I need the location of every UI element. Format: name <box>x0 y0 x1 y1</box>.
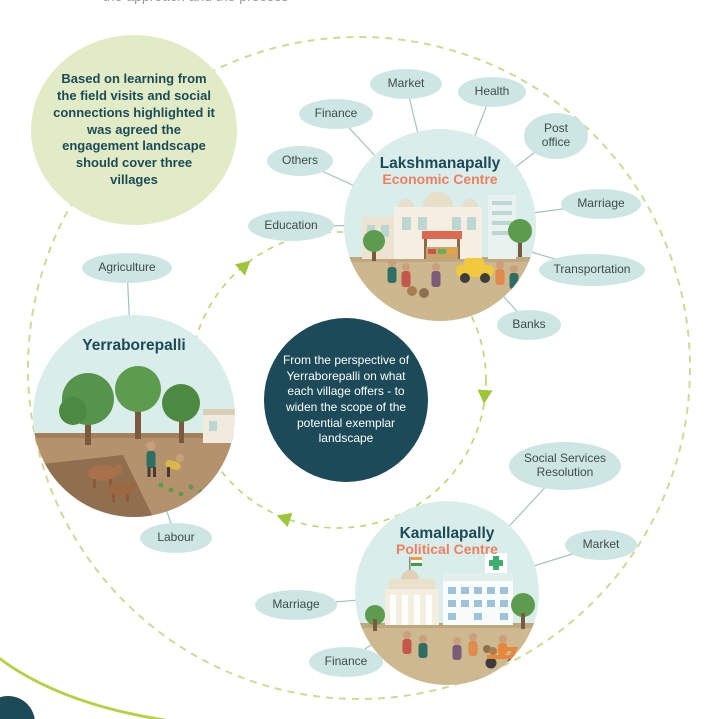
bubble-lak-others: Others <box>267 146 333 176</box>
bubble-yerr-agriculture: Agriculture <box>82 253 172 283</box>
inner-dashed-ring <box>189 231 487 529</box>
note-text: Based on learning from the field visits … <box>53 70 215 188</box>
rotation-arrows <box>234 260 493 528</box>
cropped-text-top: the approach and the process <box>103 0 363 4</box>
bubble-lak-finance: Finance <box>299 99 373 129</box>
corner-decoration <box>0 656 168 719</box>
village-name: Kamallapally <box>399 525 495 542</box>
bubble-kam-market: Market <box>565 530 637 560</box>
bubble-lak-transportation: Transportation <box>539 254 645 286</box>
village-circle-kamallapally: Kamallapally Political Centre <box>355 501 539 685</box>
bubble-lak-banks: Banks <box>497 310 561 340</box>
center-statement-text: From the perspective of Yerraborepalli o… <box>282 353 410 446</box>
bubble-lak-post-office: Post office <box>524 113 588 159</box>
village-title-yerraborepalli: Yerraborepalli <box>33 337 235 354</box>
village-title-lakshmanapally: Lakshmanapally Economic Centre <box>344 155 536 187</box>
bubble-lak-education: Education <box>248 211 334 241</box>
village-name: Lakshmanapally <box>379 155 501 172</box>
village-title-kamallapally: Kamallapally Political Centre <box>355 525 539 557</box>
village-circle-yerraborepalli: Yerraborepalli <box>33 315 235 517</box>
note-ellipse: Based on learning from the field visits … <box>31 35 237 225</box>
market-illustration <box>344 192 536 321</box>
village-subtitle: Political Centre <box>396 541 498 558</box>
bubble-kam-social-services: Social Services Resolution <box>509 442 621 490</box>
village-circle-lakshmanapally: Lakshmanapally Economic Centre <box>344 129 536 321</box>
outer-dashed-ring <box>27 36 691 700</box>
bubble-kam-finance: Finance <box>309 647 383 677</box>
bubble-lak-health: Health <box>458 77 526 107</box>
bubble-kam-marriage: Marriage <box>255 590 337 620</box>
village-name: Yerraborepalli <box>82 337 186 354</box>
bubble-yerr-labour: Labour <box>140 523 212 553</box>
farm-illustration <box>33 366 235 517</box>
center-statement-circle: From the perspective of Yerraborepalli o… <box>264 318 428 482</box>
village-subtitle: Economic Centre <box>382 171 498 188</box>
bubble-lak-market: Market <box>370 69 442 99</box>
bubble-lak-marriage: Marriage <box>561 189 641 219</box>
political-centre-illustration <box>355 553 539 685</box>
